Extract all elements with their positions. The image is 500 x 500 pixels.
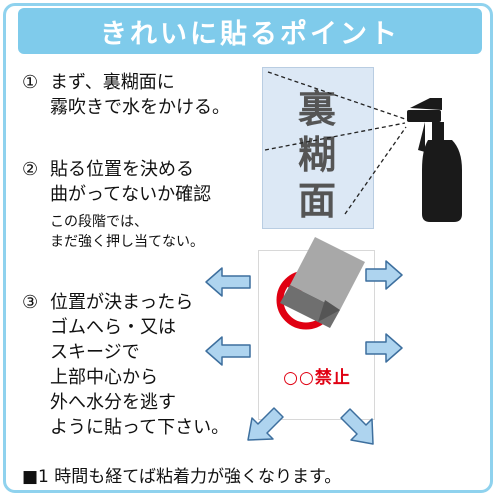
arrow-right-upper-icon: [365, 260, 403, 290]
arrow-icons: [205, 260, 403, 445]
arrow-down-left-icon: [247, 407, 284, 441]
page-title: きれいに貼るポイント: [100, 18, 400, 50]
arrow-right-lower-icon: [365, 333, 403, 363]
step-1-number: ①: [22, 72, 39, 93]
spray-bottle-icon: [407, 98, 462, 222]
step-2-note-line1: この段階では、: [50, 214, 148, 230]
sign-label: ○○禁止: [283, 368, 351, 388]
step-3: ③ 位置が決まったら ゴムへら・又は スキージで 上部中心から 外へ水分を逃す よ…: [22, 290, 229, 440]
step-1-line1: まず、裏糊面に: [50, 72, 175, 93]
squeegee-icon: [280, 237, 365, 328]
arrow-left-lower-icon: [205, 336, 251, 366]
step-3-line5: 外へ水分を逃す: [50, 392, 176, 413]
title-bar: きれいに貼るポイント: [18, 8, 482, 54]
step-3-line2: ゴムへら・又は: [50, 317, 176, 338]
arrow-down-right-icon: [340, 408, 374, 445]
step-3-line4: 上部中心から: [50, 367, 158, 388]
step-2-line2: 曲がってないか確認: [50, 184, 212, 205]
step-3-line3: スキージで: [50, 342, 140, 363]
step-3-line6: ように貼って下さい。: [50, 417, 230, 438]
step-2-note: この段階では、 まだ強く押し当てない。: [50, 212, 204, 252]
step-3-line1: 位置が決まったら: [50, 292, 194, 313]
step-3-number: ③: [22, 292, 39, 313]
step-2-note-line2: まだ強く押し当てない。: [50, 234, 204, 250]
step-2-line1: 貼る位置を決める: [50, 159, 194, 180]
step-2-number: ②: [22, 159, 39, 180]
outer-frame: [3, 3, 493, 493]
step-2: ② 貼る位置を決める 曲がってないか確認: [22, 157, 211, 207]
step-1-line2: 霧吹きで水をかける。: [50, 97, 230, 118]
step-1: ① まず、裏糊面に 霧吹きで水をかける。: [22, 70, 230, 120]
arrow-left-upper-icon: [205, 267, 251, 297]
spray-lines: [264, 71, 409, 215]
footer-note: ■1 時間も経てば粘着力が強くなります。: [22, 467, 342, 487]
